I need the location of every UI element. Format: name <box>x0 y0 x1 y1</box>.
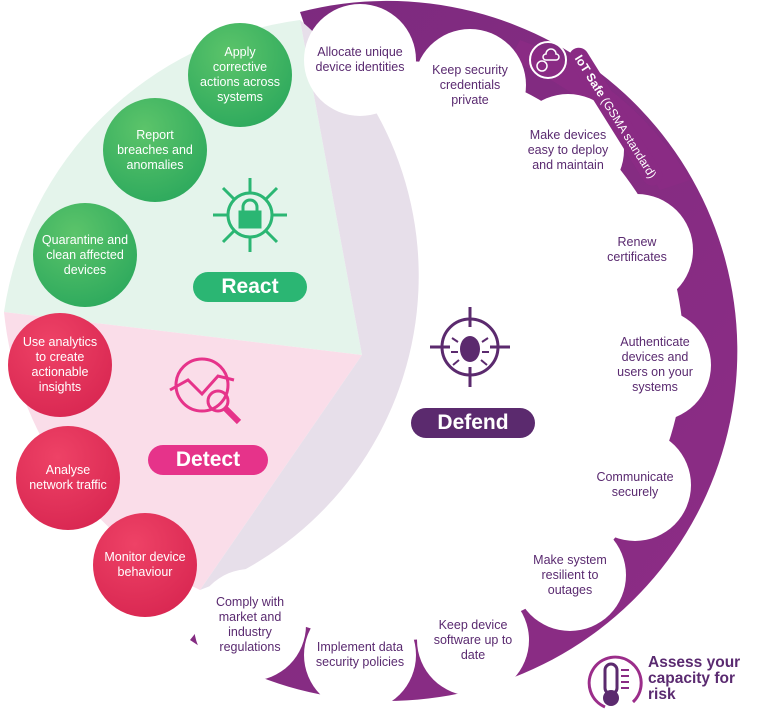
detect-item: Analyse network traffic <box>16 426 120 530</box>
defend-item: Authenticate devices and users on your s… <box>599 309 711 421</box>
react-item: Report breaches and anomalies <box>103 98 207 202</box>
defend-item: Keep security credentials private <box>414 29 526 141</box>
defend-label: Defend <box>411 408 535 438</box>
defend-disc <box>200 20 419 590</box>
cloud-fingerprint-icon <box>529 41 567 79</box>
defend-item: Comply with market and industry regulati… <box>194 569 306 681</box>
defend-item: Keep device software up to date <box>417 584 529 696</box>
detect-label: Detect <box>148 445 268 475</box>
thermometer-icon <box>587 655 643 709</box>
detect-item: Monitor device behaviour <box>93 513 197 617</box>
network-lock-icon <box>213 178 287 252</box>
react-item: Apply corrective actions across systems <box>188 23 292 127</box>
defend-item: Renew certificates <box>581 194 693 306</box>
defend-item: Make devices easy to deploy and maintain <box>512 94 624 206</box>
defend-item: Make system resilient to outages <box>514 519 626 631</box>
assess-risk-text: Assess your capacity for risk <box>648 654 741 703</box>
analytics-magnifier-icon <box>169 357 242 425</box>
bug-target-icon <box>430 307 510 387</box>
react-item: Quarantine and clean affected devices <box>33 203 137 307</box>
react-label: React <box>193 272 307 302</box>
defend-item: Communicate securely <box>579 429 691 541</box>
defend-item: Implement data security policies <box>304 599 416 711</box>
defend-item: Allocate unique device identities <box>304 4 416 116</box>
detect-item: Use analytics to create actionable insig… <box>8 313 112 417</box>
